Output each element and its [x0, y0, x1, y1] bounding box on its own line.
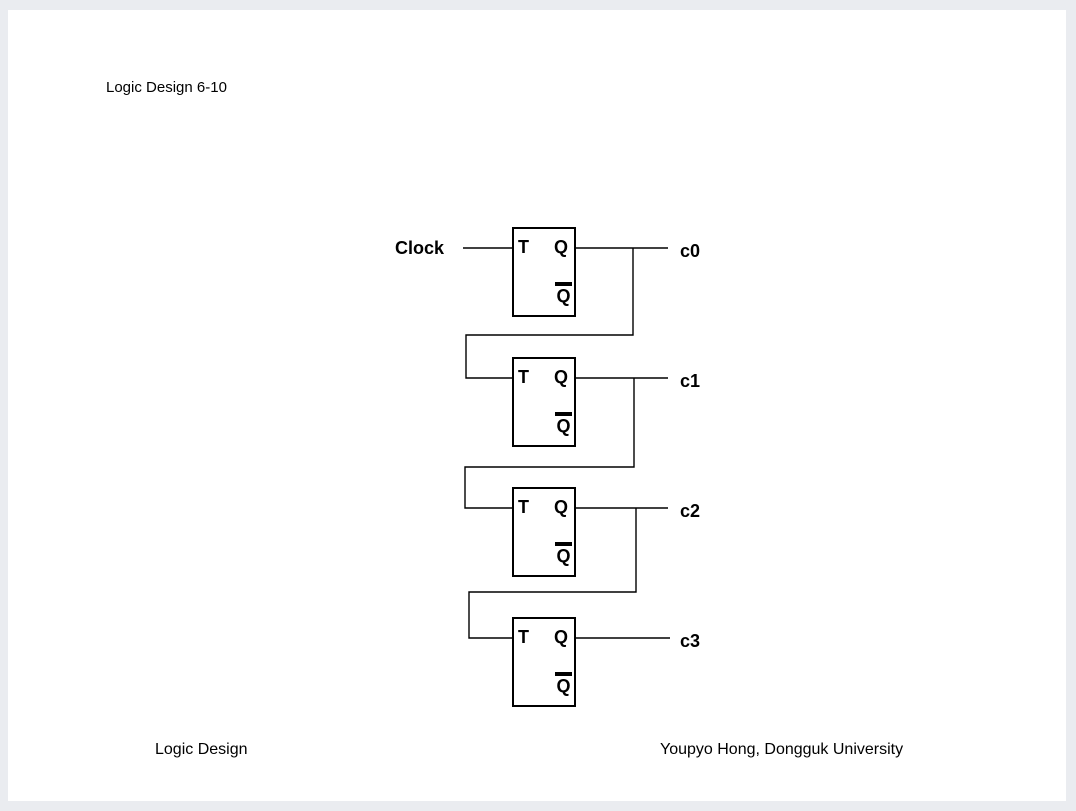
qbar-output-label: Q — [556, 286, 571, 306]
t-flipflop-1: T Q Q c1 — [512, 357, 700, 447]
t-flipflop-2: T Q Q c2 — [512, 487, 700, 577]
qbar-output: Q — [553, 282, 574, 306]
output-signal-label-c3: c3 — [680, 631, 701, 651]
qbar-output: Q — [553, 412, 574, 436]
clock-label: Clock — [394, 238, 444, 258]
output-signal-label-c1: c1 — [680, 371, 701, 391]
ripple-counter-diagram: Clock T Q Q c0 T Q Q c1 T Q Q — [8, 10, 1066, 801]
output-signal-label-c2: c2 — [680, 501, 701, 521]
ripple-connector-wire-1 — [464, 378, 635, 509]
t-input-label: T — [518, 497, 529, 517]
qbar-output-label: Q — [556, 416, 571, 436]
ripple-connector-wire-0 — [465, 248, 634, 379]
qbar-output-label: Q — [556, 676, 571, 696]
t-input-label: T — [518, 237, 529, 257]
qbar-overline — [555, 282, 572, 286]
qbar-overline — [555, 412, 572, 416]
t-flipflop-0: T Q Q c0 — [512, 227, 700, 317]
qbar-overline — [555, 672, 572, 676]
output-signal-label-c0: c0 — [680, 241, 701, 261]
q-output-label: Q — [554, 627, 569, 647]
slide-page: Logic Design 6-10 Clock T Q Q c0 T Q — [8, 10, 1066, 801]
footer-author: Youpyo Hong, Dongguk University — [660, 741, 904, 758]
qbar-output: Q — [553, 542, 574, 566]
page-title: Logic Design 6-10 — [106, 79, 227, 96]
q-output-label: Q — [554, 237, 569, 257]
q-output-label: Q — [554, 497, 569, 517]
t-input-label: T — [518, 627, 529, 647]
t-flipflop-3: T Q Q c3 — [512, 617, 700, 707]
circuit-wires — [463, 247, 670, 639]
ripple-connector-wire-2 — [468, 508, 637, 639]
qbar-overline — [555, 542, 572, 546]
qbar-output-label: Q — [556, 546, 571, 566]
t-input-label: T — [518, 367, 529, 387]
q-output-label: Q — [554, 367, 569, 387]
qbar-output: Q — [553, 672, 574, 696]
footer-course-name: Logic Design — [155, 741, 248, 758]
